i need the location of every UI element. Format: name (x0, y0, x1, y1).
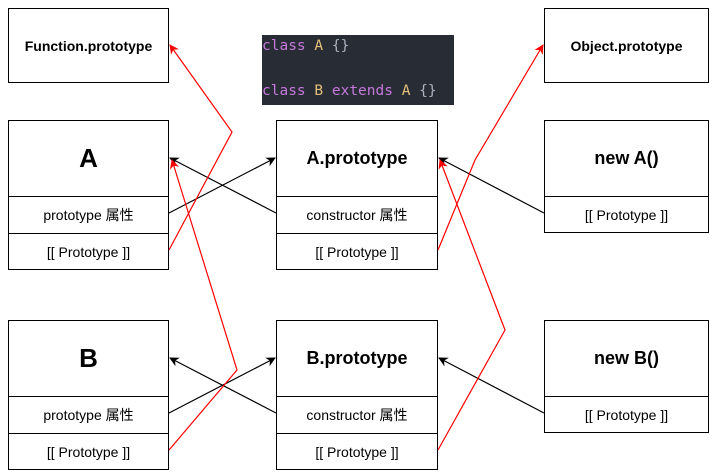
arrow-class-b-proto-to-class-a (168, 159, 238, 451)
code-keyword-extends: extends (331, 83, 393, 99)
arrow-class-a-proto-to-function-prototype (168, 44, 233, 251)
b-prototype-internal-proto: [[ Prototype ]] (277, 433, 437, 469)
class-a-internal-proto: [[ Prototype ]] (9, 233, 168, 269)
b-prototype-constructor-prop: constructor 属性 (277, 396, 437, 433)
new-a-node: new A() [[ Prototype ]] (544, 120, 709, 233)
arrow-a-constructor-to-class-a (169, 157, 277, 214)
code-brace: {} (419, 83, 437, 99)
object-prototype-node: Object.prototype (544, 8, 709, 83)
function-prototype-title: Function.prototype (24, 37, 153, 54)
arrow-b-prototype-proto-to-a-prototype (437, 159, 506, 451)
new-a-title: new A() (594, 148, 659, 168)
code-class-name: A (314, 38, 324, 54)
arrow-b-constructor-to-class-b (169, 357, 277, 414)
a-prototype-constructor-prop: constructor 属性 (277, 196, 437, 233)
class-b-internal-proto: [[ Prototype ]] (9, 433, 168, 469)
new-b-internal-proto: [[ Prototype ]] (545, 396, 708, 432)
b-prototype-node: B.prototype constructor 属性 [[ Prototype … (276, 320, 438, 470)
arrow-a-prototype-proto-to-object-prototype (437, 44, 544, 251)
code-line-2: class B extends A {} (262, 83, 437, 99)
arrow-new-b-proto-to-b-prototype (438, 357, 545, 414)
class-b-node: B prototype 属性 [[ Prototype ]] (8, 320, 169, 470)
code-class-name: B (314, 83, 324, 99)
class-b-title: B (79, 343, 98, 373)
object-prototype-title: Object.prototype (570, 37, 683, 54)
new-b-node: new B() [[ Prototype ]] (544, 320, 709, 433)
new-a-internal-proto: [[ Prototype ]] (545, 196, 708, 232)
class-a-node: A prototype 属性 [[ Prototype ]] (8, 120, 169, 270)
a-prototype-node: A.prototype constructor 属性 [[ Prototype … (276, 120, 438, 270)
code-keyword: class (262, 83, 306, 99)
new-b-title: new B() (594, 348, 659, 368)
class-b-prototype-prop: prototype 属性 (9, 396, 168, 433)
code-snippet: class A {} class B extends A {} (262, 35, 454, 105)
arrow-new-a-proto-to-a-prototype (438, 157, 545, 214)
function-prototype-node: Function.prototype (8, 8, 169, 83)
a-prototype-title: A.prototype (306, 148, 408, 168)
code-line-1: class A {} (262, 38, 349, 54)
class-a-prototype-prop: prototype 属性 (9, 196, 168, 233)
code-brace: {} (331, 38, 350, 54)
a-prototype-internal-proto: [[ Prototype ]] (277, 233, 437, 269)
code-parent-name: A (401, 83, 411, 99)
class-a-title: A (79, 143, 98, 173)
b-prototype-title: B.prototype (306, 348, 408, 368)
code-keyword: class (262, 38, 306, 54)
